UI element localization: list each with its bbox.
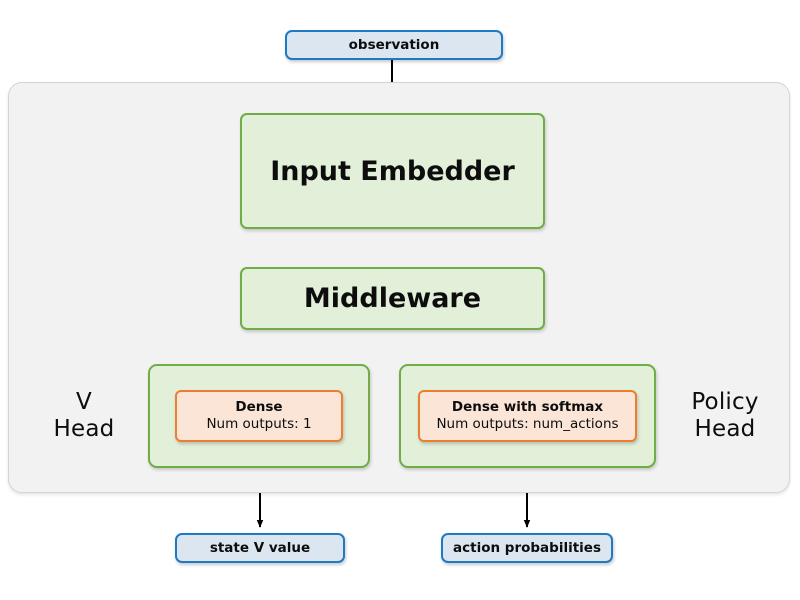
- node-dense-policy[interactable]: Dense with softmax Num outputs: num_acti…: [418, 390, 637, 442]
- label-v-head: V Head: [24, 376, 144, 456]
- node-input-embedder[interactable]: Input Embedder: [240, 113, 545, 229]
- node-dense-v-subtitle: Num outputs: 1: [206, 416, 312, 432]
- node-middleware[interactable]: Middleware: [240, 267, 545, 330]
- node-state-v-value[interactable]: state V value: [175, 533, 345, 563]
- node-dense-policy-title: Dense with softmax: [451, 399, 604, 416]
- node-input-embedder-label: Input Embedder: [270, 155, 515, 187]
- node-dense-policy-subtitle: Num outputs: num_actions: [436, 416, 619, 432]
- node-dense-v-title: Dense: [235, 399, 283, 416]
- node-middleware-label: Middleware: [303, 283, 482, 314]
- label-policy-head-line1: Policy: [691, 388, 759, 415]
- node-action-probabilities-label: action probabilities: [453, 540, 601, 556]
- label-v-head-line2: Head: [53, 416, 115, 442]
- label-policy-head-line2: Head: [694, 416, 756, 442]
- node-observation[interactable]: observation: [285, 30, 503, 60]
- node-observation-label: observation: [348, 37, 440, 53]
- label-policy-head: Policy Head: [662, 376, 788, 456]
- node-action-probabilities[interactable]: action probabilities: [441, 533, 613, 563]
- label-v-head-line1: V: [76, 388, 92, 415]
- node-dense-v[interactable]: Dense Num outputs: 1: [175, 390, 343, 442]
- node-state-v-value-label: state V value: [209, 540, 311, 556]
